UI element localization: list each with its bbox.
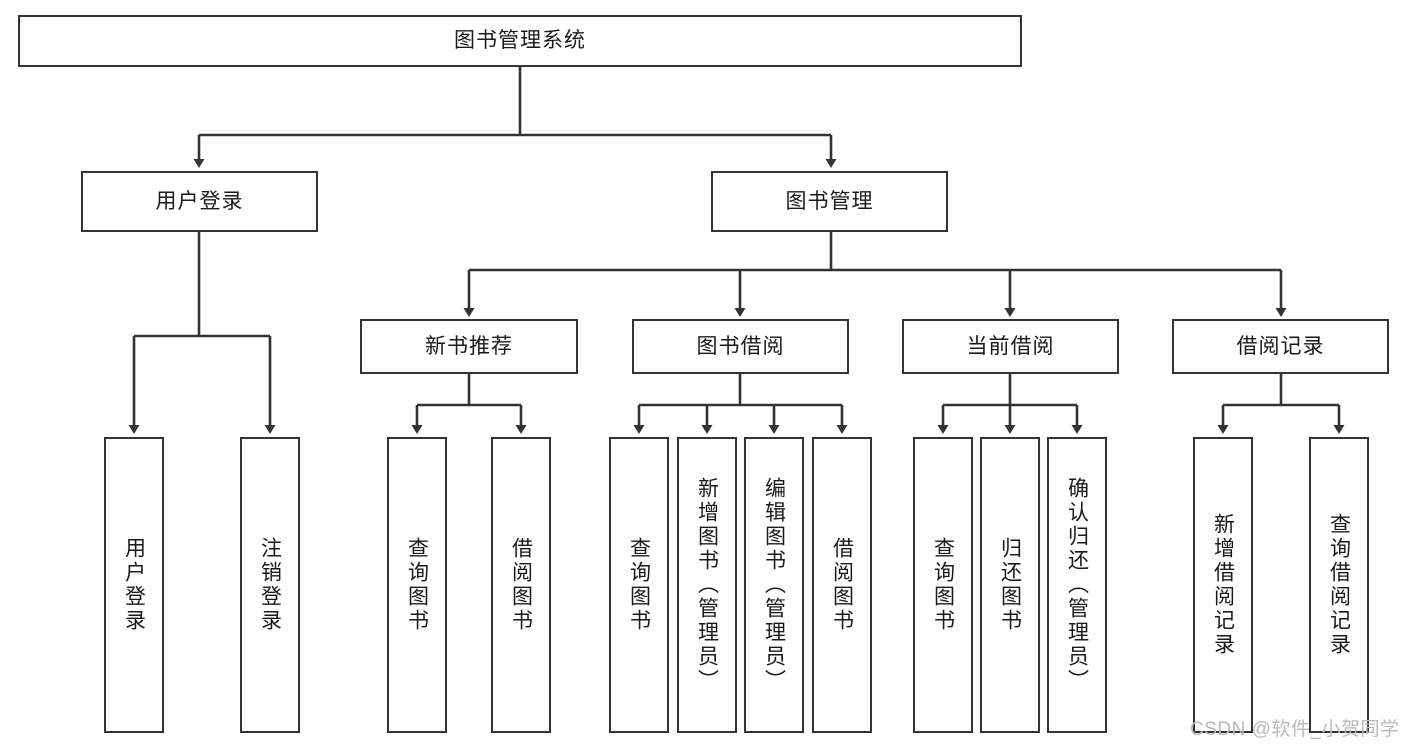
- node-leaf-borrow-book-1-label: 借阅图书: [509, 537, 533, 633]
- node-leaf-query-record-label: 查询借阅记录: [1327, 513, 1351, 657]
- node-leaf-user-login[interactable]: 用户登录: [104, 437, 164, 733]
- node-leaf-return-book[interactable]: 归还图书: [980, 437, 1040, 733]
- node-leaf-confirm-return[interactable]: 确认归还（管理员）: [1047, 437, 1107, 733]
- node-root-label: 图书管理系统: [454, 29, 586, 53]
- node-leaf-return-book-label: 归还图书: [998, 537, 1022, 633]
- node-leaf-query-book-3-label: 查询图书: [931, 537, 955, 633]
- node-book-manage[interactable]: 图书管理: [711, 171, 948, 232]
- node-leaf-edit-book[interactable]: 编辑图书（管理员）: [744, 437, 804, 733]
- node-borrow-record-label: 借阅记录: [1236, 334, 1325, 358]
- node-leaf-query-book-1-label: 查询图书: [405, 537, 429, 633]
- node-leaf-borrow-book-2[interactable]: 借阅图书: [812, 437, 872, 733]
- node-user-login[interactable]: 用户登录: [81, 171, 318, 232]
- node-leaf-add-record-label: 新增借阅记录: [1211, 513, 1235, 657]
- node-book-borrow[interactable]: 图书借阅: [632, 319, 849, 374]
- node-new-book-recommend[interactable]: 新书推荐: [360, 319, 578, 374]
- node-book-manage-label: 图书管理: [785, 189, 874, 213]
- node-new-book-recommend-label: 新书推荐: [425, 334, 513, 358]
- node-leaf-add-book[interactable]: 新增图书（管理员）: [677, 437, 737, 733]
- node-current-borrow[interactable]: 当前借阅: [902, 319, 1119, 374]
- node-leaf-logout-login[interactable]: 注销登录: [240, 437, 300, 733]
- node-leaf-add-book-label: 新增图书（管理员）: [695, 477, 719, 693]
- node-leaf-logout-login-label: 注销登录: [258, 537, 282, 633]
- node-borrow-record[interactable]: 借阅记录: [1172, 319, 1389, 374]
- csdn-watermark: CSDN @软件_小贺同学: [1190, 719, 1400, 740]
- node-leaf-query-book-1[interactable]: 查询图书: [387, 437, 447, 733]
- node-leaf-query-book-2[interactable]: 查询图书: [609, 437, 669, 733]
- node-leaf-query-book-2-label: 查询图书: [627, 537, 651, 633]
- node-leaf-add-record[interactable]: 新增借阅记录: [1193, 437, 1253, 733]
- node-leaf-query-record[interactable]: 查询借阅记录: [1309, 437, 1369, 733]
- node-leaf-edit-book-label: 编辑图书（管理员）: [762, 477, 786, 693]
- node-user-login-label: 用户登录: [155, 189, 244, 213]
- node-book-borrow-label: 图书借阅: [696, 334, 785, 358]
- node-leaf-user-login-label: 用户登录: [122, 537, 146, 633]
- node-current-borrow-label: 当前借阅: [966, 334, 1055, 358]
- node-leaf-borrow-book-2-label: 借阅图书: [830, 537, 854, 633]
- node-leaf-borrow-book-1[interactable]: 借阅图书: [491, 437, 551, 733]
- node-leaf-query-book-3[interactable]: 查询图书: [913, 437, 973, 733]
- node-root-system[interactable]: 图书管理系统: [18, 15, 1022, 67]
- node-leaf-confirm-return-label: 确认归还（管理员）: [1065, 477, 1089, 693]
